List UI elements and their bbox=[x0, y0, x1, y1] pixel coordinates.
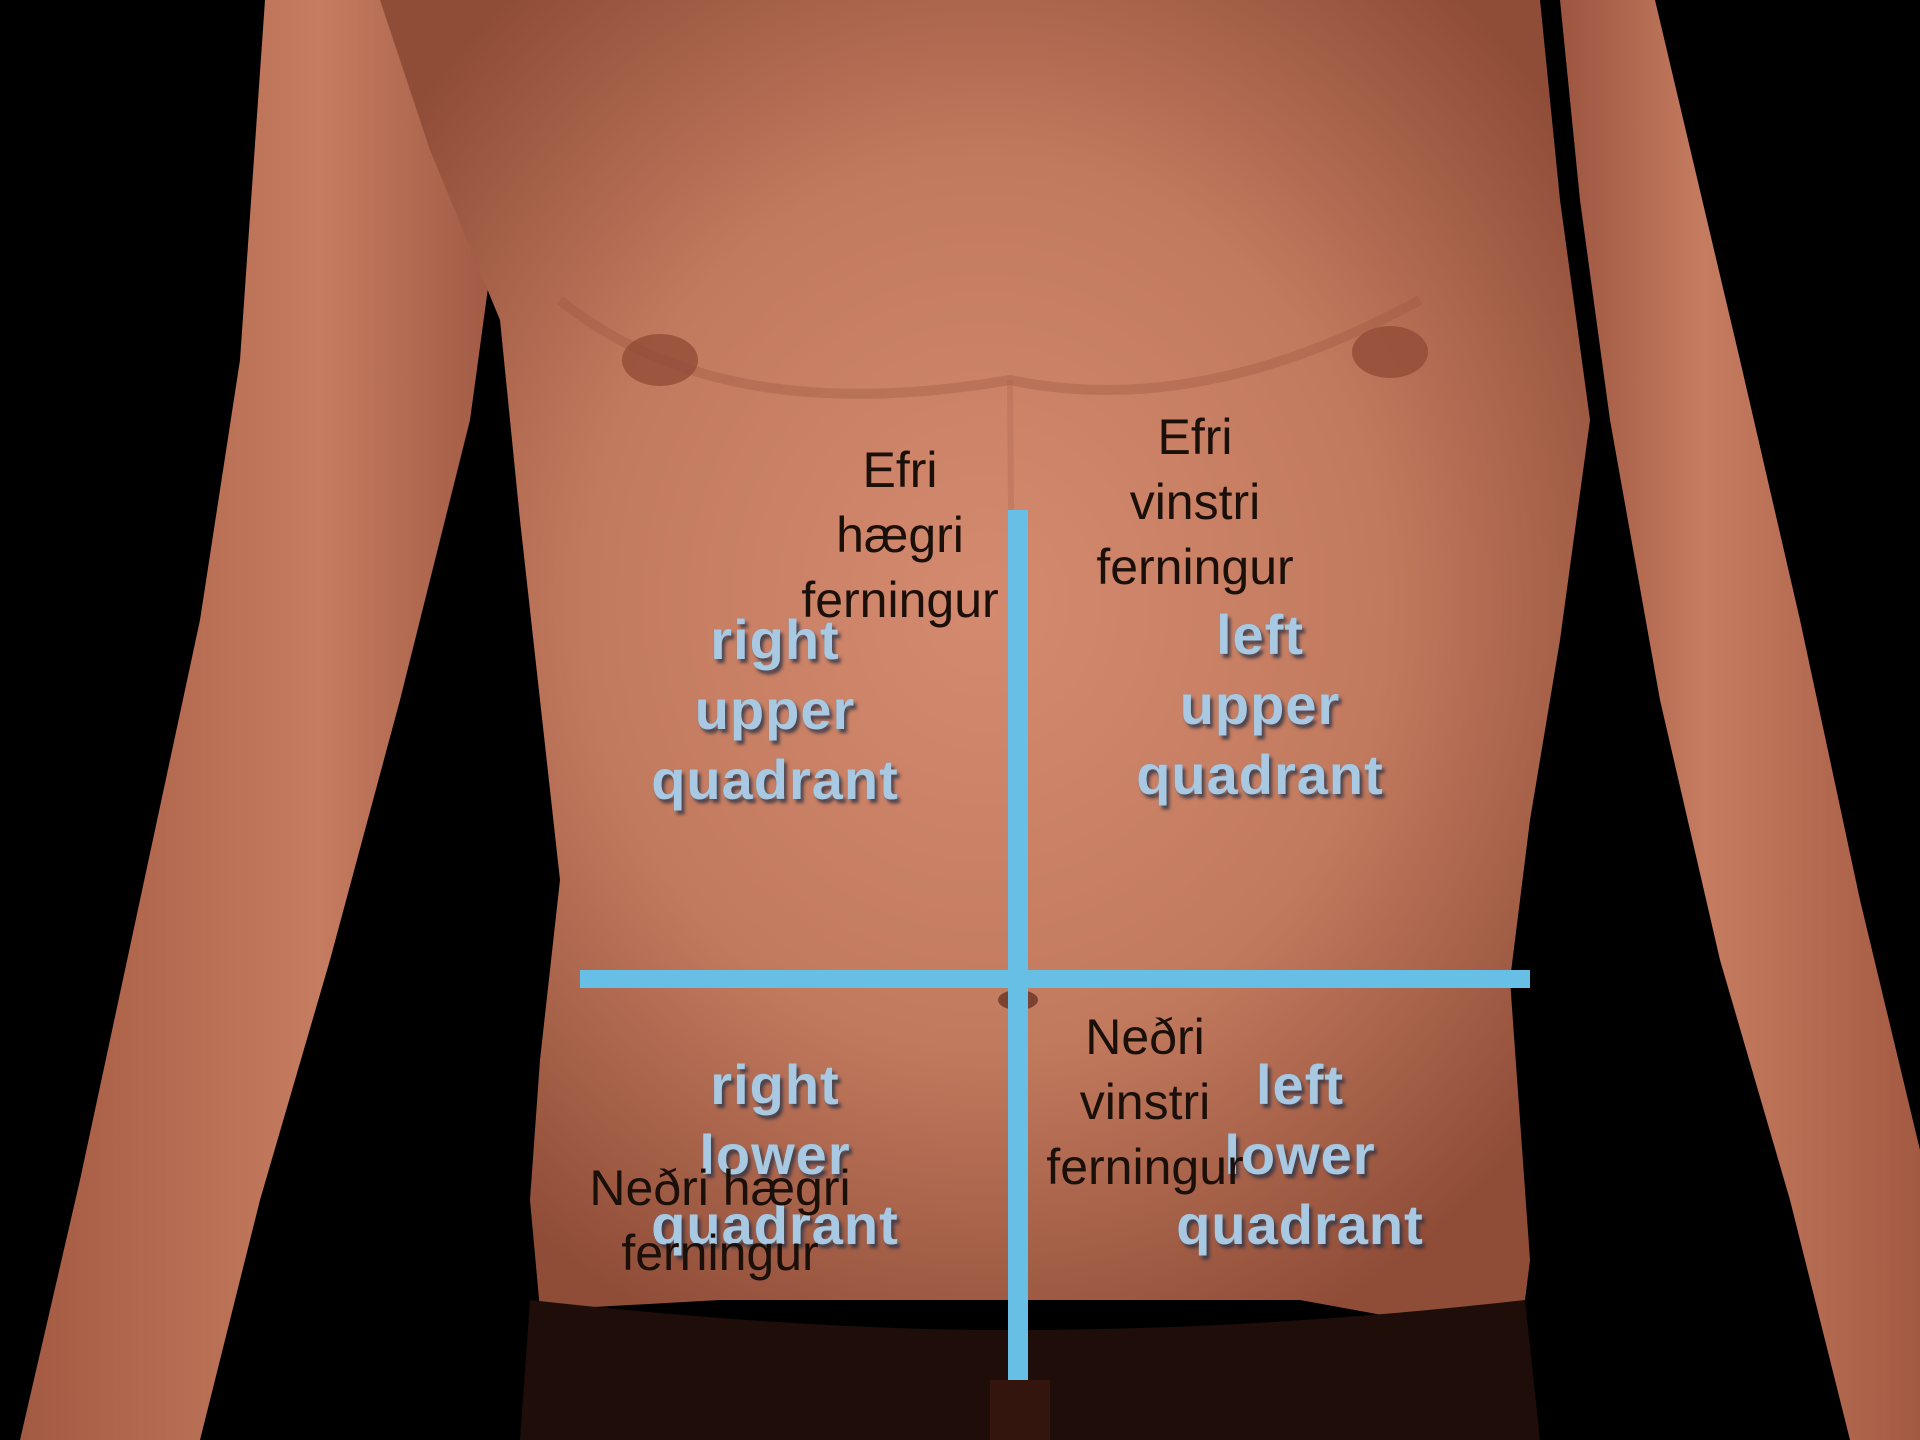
right-upper-quadrant-label: right upper quadrant bbox=[585, 605, 965, 815]
label-line: upper bbox=[585, 675, 965, 745]
label-line: ferningur bbox=[1045, 535, 1345, 600]
label-line: Efri bbox=[1045, 405, 1345, 470]
vertical-midline bbox=[1008, 510, 1028, 1380]
label-line: ferningur bbox=[545, 1221, 895, 1286]
label-line: hægri bbox=[735, 503, 1065, 568]
label-line: Neðri hægri bbox=[545, 1156, 895, 1221]
horizontal-umbilical-line bbox=[580, 970, 1530, 988]
label-line: vinstri bbox=[1045, 470, 1345, 535]
right-upper-quadrant-label-icelandic: Efri hægri ferningur bbox=[735, 438, 1065, 633]
label-line: upper bbox=[1090, 670, 1430, 740]
label-line: quadrant bbox=[1090, 740, 1430, 810]
label-line: vinstri bbox=[1010, 1070, 1280, 1135]
left-lower-quadrant-label-icelandic: Neðri vinstri ferningur bbox=[1010, 1005, 1280, 1200]
left-upper-quadrant-label-icelandic: Efri vinstri ferningur bbox=[1045, 405, 1345, 600]
label-line: right bbox=[585, 1050, 965, 1120]
label-line: left bbox=[1090, 600, 1430, 670]
label-line: quadrant bbox=[585, 745, 965, 815]
left-upper-quadrant-label: left upper quadrant bbox=[1090, 600, 1430, 810]
label-line: ferningur bbox=[1010, 1135, 1280, 1200]
label-line: quadrant bbox=[1150, 1190, 1450, 1260]
label-line: Efri bbox=[735, 438, 1065, 503]
label-line: ferningur bbox=[735, 568, 1065, 633]
label-line: Neðri bbox=[1010, 1005, 1280, 1070]
right-lower-quadrant-label-icelandic: Neðri hægri ferningur bbox=[545, 1156, 895, 1286]
